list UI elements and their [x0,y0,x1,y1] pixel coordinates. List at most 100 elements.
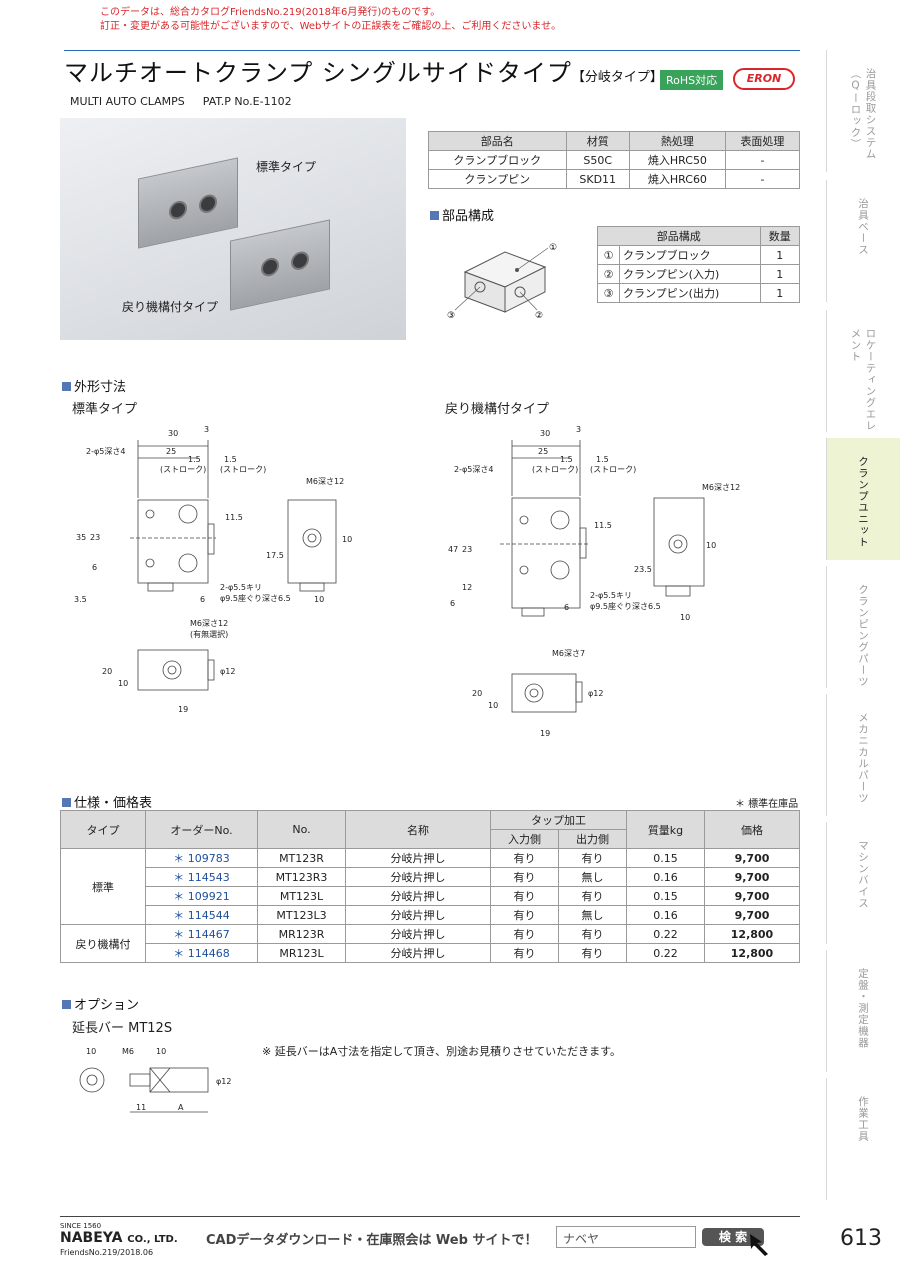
mass-cell: 0.15 [626,886,705,906]
out-cell: 有り [558,924,627,944]
since-text: SINCE 1560 [60,1222,102,1230]
search-button[interactable]: 検 索 [702,1228,764,1246]
spec-heading: 仕様・価格表 [62,792,152,811]
dim-10-r: 10 [706,541,716,550]
opt-dim-a: A [178,1103,184,1112]
table-row: ① クランプブロック 1 [597,245,801,265]
col-header: 材質 [565,131,630,151]
col-header: 数量 [759,226,801,246]
dim-option: (有無選択) [190,629,228,639]
catalog-edition: FriendsNo.219/2018.06 [60,1248,154,1257]
dim-10: 10 [342,535,352,544]
notice-line-2: 訂正・変更がある可能性がございますので、Webサイトの正誤表をご確認の上、ご利用… [100,21,562,32]
standard-block-image [138,157,238,249]
return-drawing: 30 3 25 1.5 (ストローク) 1.5 (ストローク) 2-φ5深さ4 … [448,425,740,738]
dim-zaguri-r: φ9.5座ぐり深さ6.5 [590,601,661,611]
sidebar-item-measuring[interactable]: 定盤・測定機器 [826,950,900,1072]
dim-zaguri: φ9.5座ぐり深さ6.5 [220,593,291,603]
standard-drawing: 30 3 25 1.5 (ストローク) 1.5 (ストローク) 2-φ5深さ4 … [74,425,352,714]
dim-23: 23 [90,533,100,542]
photo-label-return: 戻り機構付タイプ [122,300,219,314]
title-text: マルチオートクランプ シングルサイドタイプ [64,59,572,87]
company-logo: NABEYA CO., LTD. [60,1230,178,1246]
sidebar-item-clamping-parts[interactable]: クランピングパーツ [826,566,900,688]
sidebar-item-mechanical-parts[interactable]: メカニカルパーツ [826,694,900,816]
dim-stroke-b: (ストローク) [220,465,266,474]
dim-11-5: 11.5 [225,513,243,522]
page-number: 613 [840,1226,882,1251]
dim-phi12: φ12 [220,667,235,676]
sidebar-item-label: 作業工具 [857,1096,869,1142]
price-cell: 9,700 [704,867,800,887]
search-input[interactable]: ナベヤ [556,1226,696,1248]
parts-illustration: ① ② ③ [447,243,557,321]
dim-m6: M6深さ12 [306,477,344,486]
in-cell: 有り [490,848,559,868]
sidebar-item-quick-lock[interactable]: 治具段取システム（Qーロック） [826,50,900,172]
out-cell: 有り [558,848,627,868]
table-row: 入力側 出力側 [61,829,800,849]
order-cell: ＊ 114543 [145,867,258,887]
order-cell: ＊ 109921 [145,886,258,906]
no-cell: MT123L3 [257,905,346,925]
dim-10-r2: 10 [680,613,690,622]
hole-image [169,199,187,222]
out-cell: 有り [558,943,627,963]
order-cell: ＊ 114467 [145,924,258,944]
mass-cell: 0.16 [626,867,705,887]
dim-10-c: 10 [118,679,128,688]
table-row: ＊ 114544 MT123L3 分岐片押し 有り 無し 0.16 9,700 [61,905,800,925]
col-header: タイプ [60,810,146,849]
no-cell: MT123L [257,886,346,906]
in-cell: 有り [490,924,559,944]
table-cell: クランプピン(出力) [619,283,761,303]
in-cell: 有り [490,886,559,906]
name-cell: 分岐片押し [345,886,491,906]
table-cell: 1 [759,245,801,265]
dim-6-r2: 6 [564,603,569,612]
hole-image [261,256,279,279]
table-row: 標準 ＊ 109783 MT123R 分岐片押し 有り 有り 0.15 9,70… [60,848,800,925]
no-cell: MR123L [257,943,346,963]
opt-dim-phi12: φ12 [216,1077,231,1086]
dim-10-b: 10 [314,595,324,604]
col-header: 出力側 [558,829,627,849]
name-cell: 分岐片押し [345,924,491,944]
dim-3-5: 3.5 [74,595,87,604]
mass-cell: 0.22 [626,943,705,963]
dim-23-r: 23 [462,545,472,554]
table-cell: ② [597,264,620,284]
table-cell: 焼入HRC60 [628,169,726,189]
dim-3: 3 [204,425,209,434]
dim-1-5-r: 1.5 [560,455,573,464]
stock-note: ＊ 標準在庫品 [735,799,799,810]
dims-standard-label: 標準タイプ [72,402,138,417]
sidebar-item-locating[interactable]: ロケーティングエレメント [826,310,900,432]
out-cell: 有り [558,886,627,906]
name-cell: 分岐片押し [345,905,491,925]
sidebar-item-clamp-unit[interactable]: クランプユニット [826,438,900,560]
table-row: ＊ 114543 MT123R3 分岐片押し 有り 無し 0.16 9,700 [61,867,800,887]
table-cell: 1 [759,264,801,284]
sidebar-item-tools[interactable]: 作業工具 [826,1078,900,1200]
dim-holes-r: 2-φ5深さ4 [454,465,493,474]
photo-label-standard: 標準タイプ [256,160,317,174]
dim-35: 35 [76,533,86,542]
price-cell: 9,700 [704,905,800,925]
sidebar-item-label: 治具段取システム（Qーロック） [849,68,877,160]
table-cell: クランプブロック [428,150,567,170]
dim-12-r: 12 [462,583,472,592]
name-cell: 分岐片押し [345,848,491,868]
sidebar-item-jig-base[interactable]: 治具ベース [826,180,900,302]
dims-return-label: 戻り機構付タイプ [445,402,550,417]
sidebar-item-machine-vise[interactable]: マシンバイス [826,822,900,944]
sidebar-item-label: メカニカルパーツ [857,712,869,804]
sidebar-item-label: クランプユニット [857,456,869,548]
table-row: ＊ 109921 MT123L 分岐片押し 有り 有り 0.15 9,700 [61,886,800,906]
table-cell: クランプピン [428,169,567,189]
col-header: 部品名 [428,131,567,151]
callout-2: ② [535,311,543,321]
dim-stroke-r2: (ストローク) [590,465,636,474]
dim-20: 20 [102,667,112,676]
dim-1-5-b: 1.5 [224,455,237,464]
